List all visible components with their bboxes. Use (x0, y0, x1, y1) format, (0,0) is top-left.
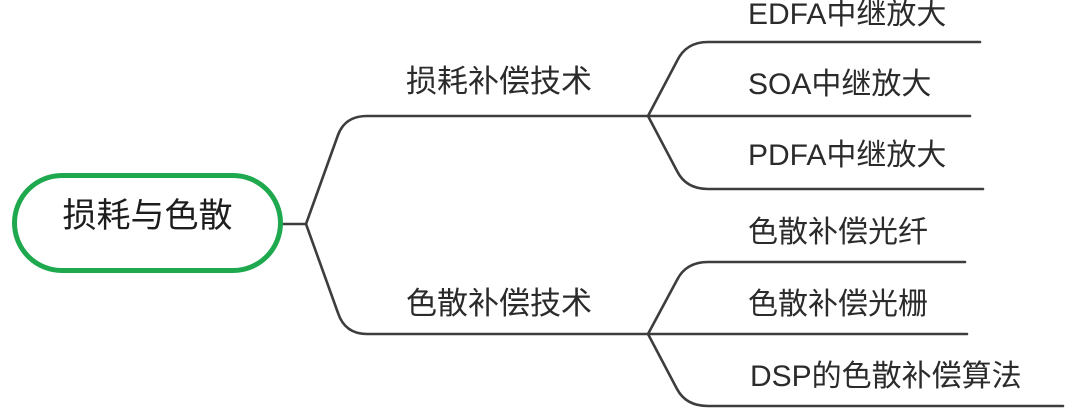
connector-branch-loss-to-edfa (646, 40, 982, 118)
root-node-label: 损耗与色散 (62, 196, 233, 235)
child-node-pdfa-relay-amplification[interactable]: PDFA中继放大 (748, 139, 947, 172)
child-node-edfa-relay-amplification[interactable]: EDFA中继放大 (748, 0, 947, 31)
child-node-dispersion-compensating-fiber[interactable]: 色散补偿光纤 (748, 216, 928, 249)
connector-root-to-branch-loss (304, 114, 650, 226)
child-node-dispersion-compensating-grating[interactable]: 色散补偿光栅 (748, 288, 928, 321)
connector-branch-dispersion-to-dcf (646, 260, 967, 336)
child-node-soa-relay-amplification[interactable]: SOA中继放大 (748, 68, 932, 101)
root-node[interactable]: 损耗与色散 (12, 173, 283, 273)
connector-branch-loss-to-pdfa (646, 114, 985, 191)
branch-node-dispersion-compensation[interactable]: 色散补偿技术 (406, 286, 592, 321)
connector-branch-dispersion-to-dsp (646, 332, 1065, 408)
connector-root-to-branch-dispersion (304, 222, 650, 336)
child-node-dsp-dispersion-compensation-algorithm[interactable]: DSP的色散补偿算法 (750, 360, 1022, 393)
branch-node-loss-compensation[interactable]: 损耗补偿技术 (406, 64, 592, 99)
